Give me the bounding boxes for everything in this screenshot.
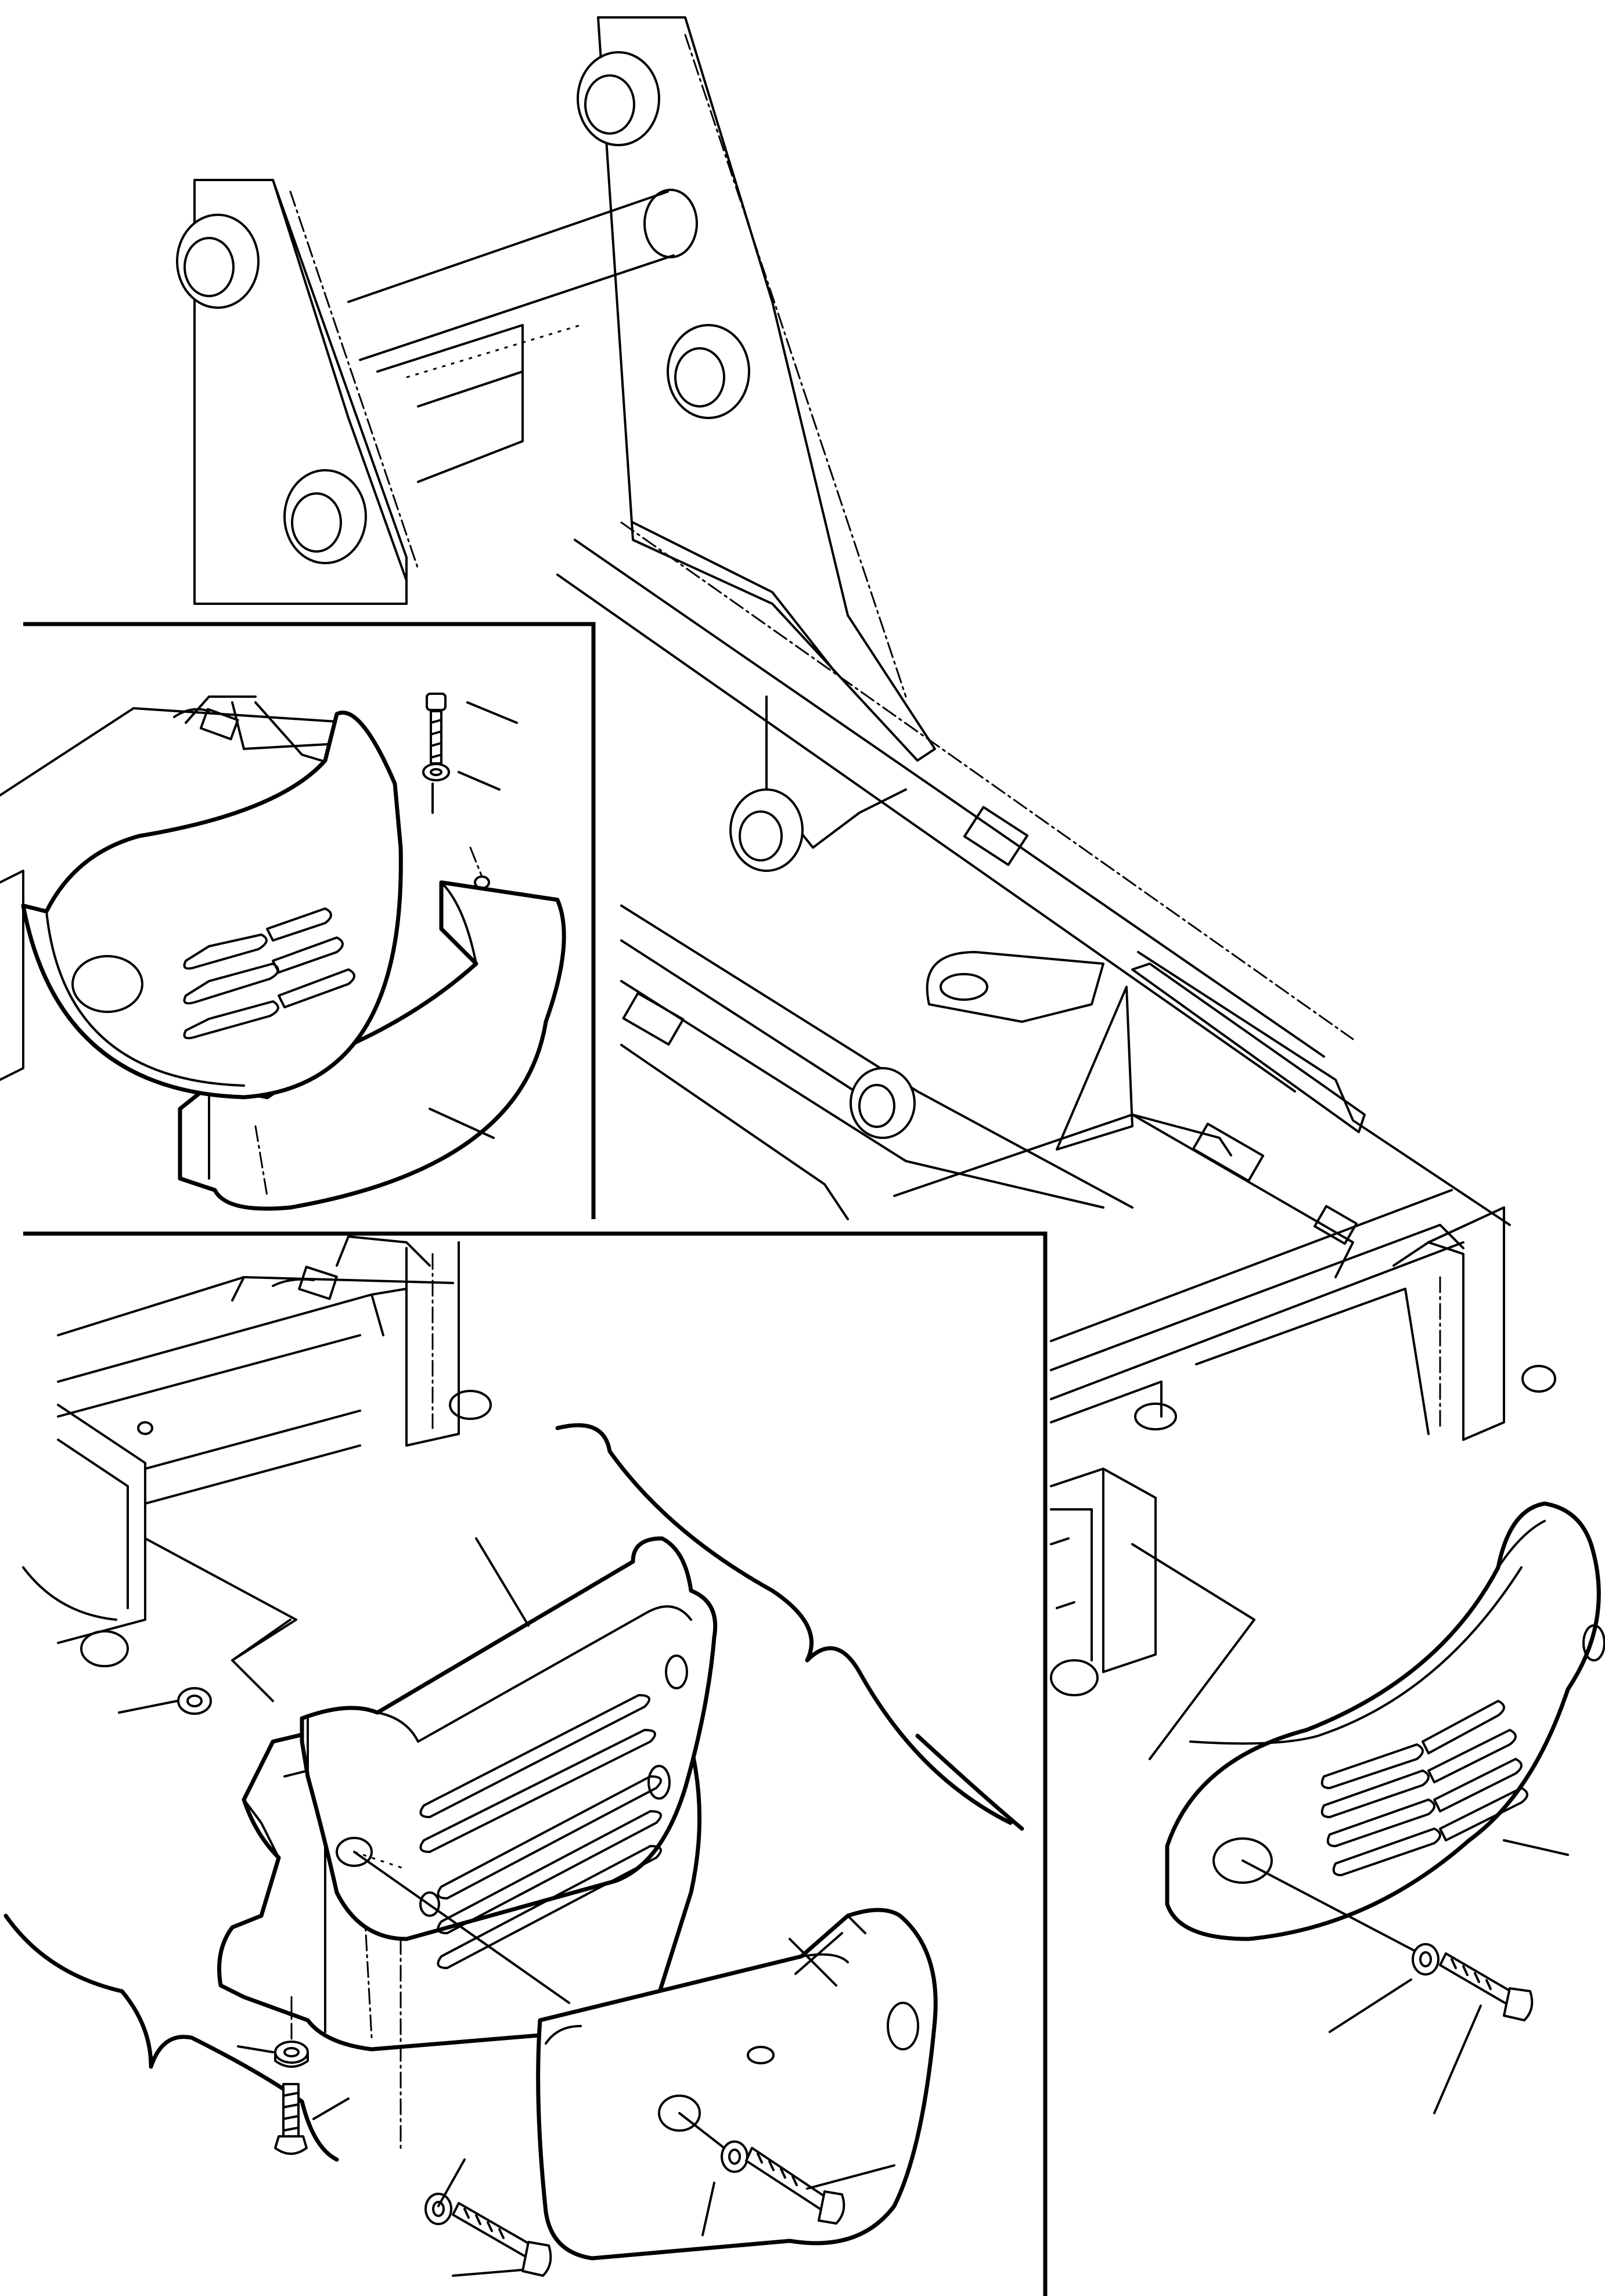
pivot-boss-mid-right xyxy=(667,324,750,419)
nut-icon xyxy=(177,1687,212,1715)
inset-lower-left xyxy=(3,1231,1048,2296)
bolt-icon xyxy=(452,2202,552,2277)
pivot-boss-lower-left xyxy=(283,469,367,564)
bolt-icon xyxy=(426,693,447,765)
main-frame xyxy=(176,16,1556,1696)
washer-icon xyxy=(274,2041,309,2068)
bolt-icon xyxy=(745,2147,845,2225)
pivot-boss-upper-left xyxy=(176,214,260,309)
right-counterweight-assembly xyxy=(1056,1501,1605,2114)
washer-icon xyxy=(721,2140,748,2173)
pivot-boss-upper-right xyxy=(577,51,660,146)
inset-upper-left xyxy=(0,622,596,1219)
washer-icon xyxy=(422,763,450,781)
washer-icon xyxy=(424,2193,452,2225)
bolt-icon xyxy=(274,2083,308,2155)
washer-icon xyxy=(1412,1943,1440,1976)
bolt-icon xyxy=(1439,1952,1534,2021)
